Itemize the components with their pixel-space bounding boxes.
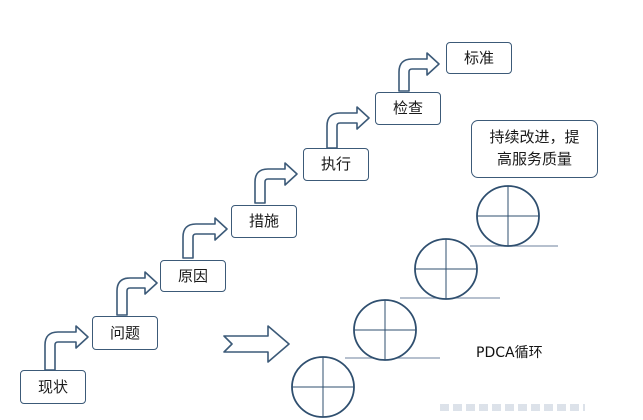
step-label: 执行 (320, 155, 351, 173)
pdca-cycle-label: PDCA循环 (476, 345, 543, 361)
curved-arrow-icon (44, 325, 89, 371)
curved-arrow-icon (254, 162, 298, 204)
step-arrows (44, 52, 440, 371)
step-box-problem: 问题 (92, 316, 158, 350)
step-label: 问题 (109, 323, 140, 342)
step-label: 现状 (37, 377, 68, 396)
curved-arrow-icon (116, 271, 158, 316)
step-box-cause: 原因 (160, 260, 226, 292)
step-label: 措施 (248, 212, 279, 230)
pdca-wheel-lower (353, 299, 417, 361)
curved-arrow-icon (398, 52, 440, 92)
curved-arrow-icon (326, 106, 370, 149)
step-box-standard: 标准 (446, 42, 512, 74)
pdca-wheel-middle (414, 238, 478, 300)
hollow-arrow-icon (223, 325, 290, 363)
step-box-execution: 执行 (303, 148, 369, 181)
note-line-2: 高服务质量 (496, 150, 572, 168)
watermark (440, 404, 585, 411)
pdca-wheel-top (476, 185, 540, 247)
pdca-wheel-bottom (291, 356, 355, 418)
curved-arrow-icon (182, 217, 228, 259)
note-line-1: 持续改进，提 (489, 128, 580, 146)
step-label: 检查 (392, 99, 423, 117)
step-label: 原因 (177, 266, 208, 285)
step-box-current-state: 现状 (20, 370, 86, 404)
step-label: 标准 (463, 48, 494, 67)
continuous-improvement-note: 持续改进，提 高服务质量 (471, 120, 598, 178)
step-box-measures: 措施 (231, 205, 297, 238)
step-box-check: 检查 (375, 92, 441, 125)
